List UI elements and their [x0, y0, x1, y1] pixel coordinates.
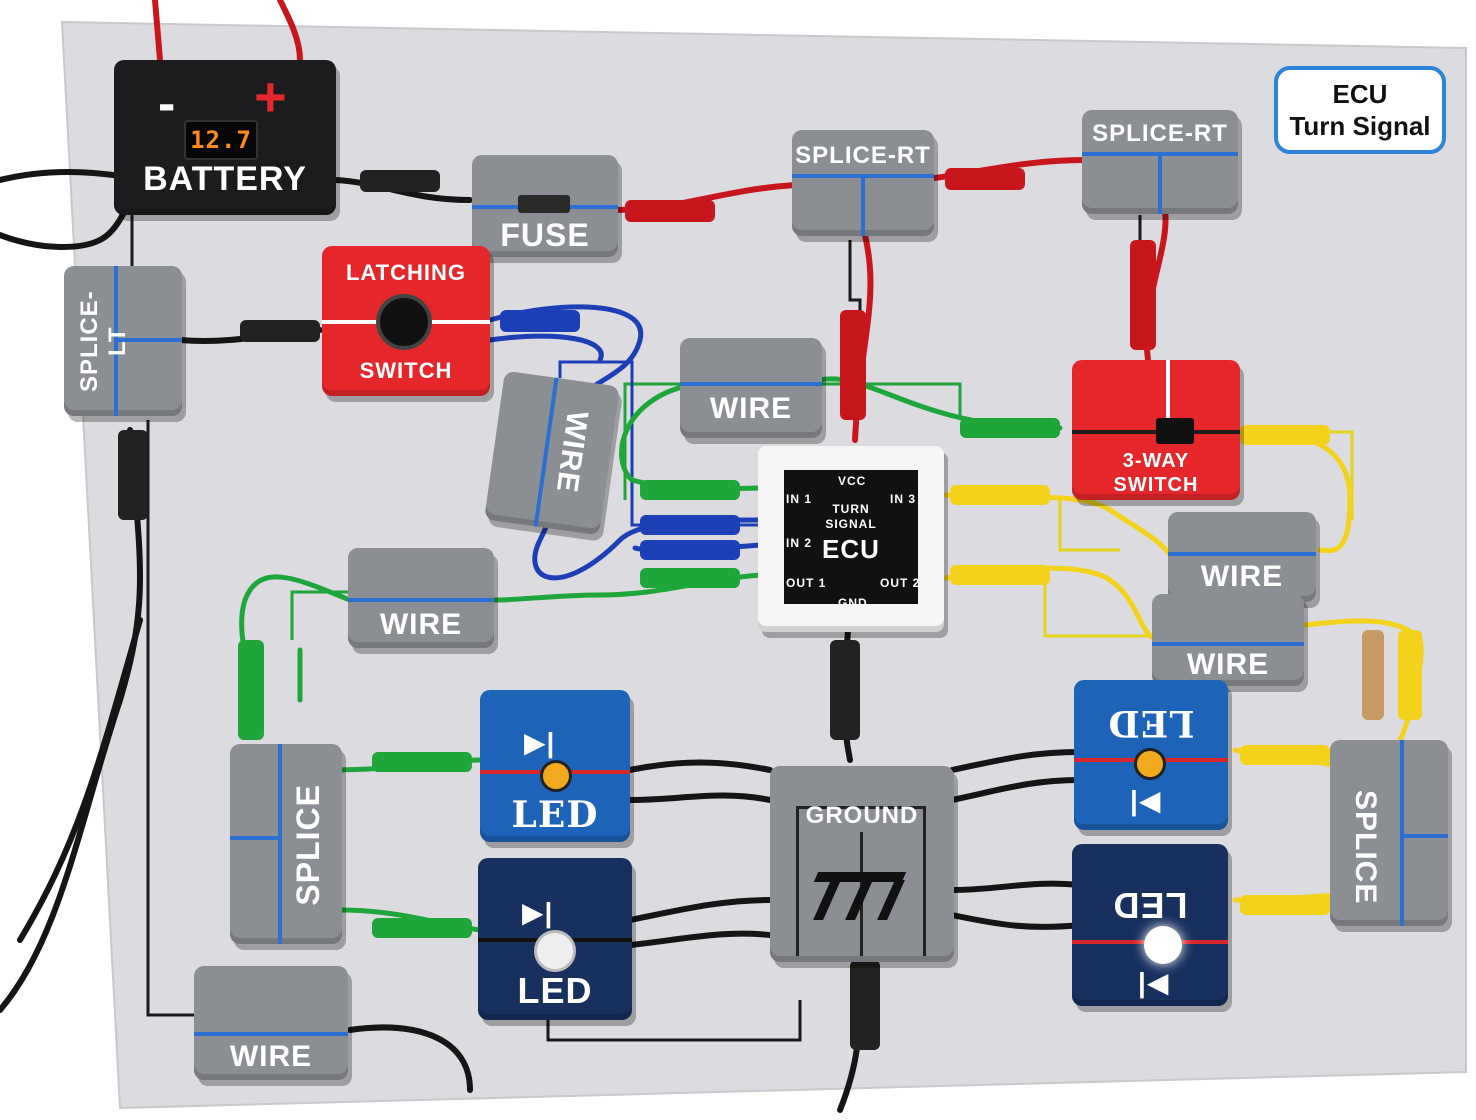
splice-left-stripe-v [278, 744, 282, 944]
battery-plus-label: + [254, 65, 288, 128]
battery-module[interactable]: - + 12.7 BATTERY [114, 60, 336, 215]
wire-module-right-1[interactable]: WIRE [1168, 512, 1316, 602]
splice-lt-module[interactable]: SPLICE-LT [64, 266, 182, 416]
wire-left-stripe [348, 598, 494, 602]
ground-label: GROUND [805, 802, 919, 829]
ecu-title-small: TURN SIGNAL [825, 502, 877, 531]
latching-switch-line1: LATCHING [345, 260, 467, 285]
wire-right-1-stripe [1168, 552, 1316, 556]
led-module-top-right[interactable]: LED |◀ [1074, 680, 1228, 830]
latching-switch-module[interactable]: LATCHING SWITCH [322, 246, 490, 396]
wire-bottom-stripe [194, 1032, 348, 1036]
splice-lt-stripe-h [114, 338, 182, 342]
diode-symbol-icon: |◀ [1138, 967, 1170, 998]
ecu-title-big: ECU [822, 534, 880, 564]
led-lamp-amber [540, 760, 572, 792]
ground-module[interactable]: GROUND [770, 766, 954, 962]
splice-rt-module-1[interactable]: SPLICE-RT [792, 130, 934, 236]
fuse-module[interactable]: FUSE [472, 155, 618, 257]
led-module-top-left[interactable]: ▶| LED [480, 690, 630, 842]
battery-label: BATTERY [143, 160, 307, 198]
splice-right-stripe-v [1400, 740, 1404, 926]
splice-rt-2-stripe-v [1158, 152, 1162, 214]
wire-right-2-label: WIRE [1186, 648, 1270, 681]
wire-module-bottom[interactable]: WIRE [194, 966, 348, 1080]
splice-rt-2-label: SPLICE-RT [1092, 120, 1228, 147]
wire-top-stripe [680, 382, 822, 386]
led-module-bottom-left[interactable]: ▶| LED [478, 858, 632, 1020]
board-title-line2: Turn Signal [1289, 111, 1431, 141]
ecu-pin-vcc: VCC [838, 474, 867, 488]
splice-module-left[interactable]: SPLICE [230, 744, 342, 944]
ground-frame [796, 806, 926, 956]
ecu-pin-out1: OUT 1 [786, 576, 827, 590]
splice-right-stripe-h [1400, 834, 1448, 838]
ground-symbol-icon [813, 872, 907, 920]
wire-left-label: WIRE [379, 608, 463, 641]
wire-module-top[interactable]: WIRE [680, 338, 822, 438]
wire-bottom-label: WIRE [229, 1040, 313, 1073]
splice-left-stripe-h [230, 836, 282, 840]
three-way-switch-line1: 3-WAY [1122, 450, 1190, 472]
led-bottom-right-label: LED [1112, 885, 1188, 926]
splice-left-label: SPLICE [290, 784, 326, 906]
three-way-switch-line2: SWITCH [1113, 474, 1199, 496]
led-lamp-amber [1134, 748, 1166, 780]
ecu-pin-in2: IN 2 [786, 536, 813, 550]
diode-symbol-icon: ▶| [522, 897, 554, 928]
led-top-right-label: LED [1107, 702, 1195, 744]
battery-voltage-value: 12.7 [190, 126, 252, 154]
ecu-pin-out2: OUT 2 [880, 576, 921, 590]
led-bottom-left-label: LED [517, 970, 593, 1011]
board-title-tag: ECU Turn Signal [1274, 66, 1446, 154]
wire-module-diagonal[interactable]: WIRE [484, 370, 620, 536]
diode-symbol-icon: ▶| [524, 727, 556, 758]
wire-top-label: WIRE [709, 392, 793, 425]
plug-connectors [118, 168, 1422, 1050]
ecu-pin-in1: IN 1 [786, 492, 813, 506]
led-module-bottom-right[interactable]: LED |◀ [1072, 844, 1228, 1006]
ecu-pin-gnd: GND [838, 596, 868, 610]
splice-module-right[interactable]: SPLICE [1330, 740, 1448, 926]
latching-switch-button[interactable] [376, 294, 432, 350]
three-way-switch-module[interactable]: 3-WAY SWITCH [1072, 360, 1240, 500]
battery-voltage-display: 12.7 [184, 120, 258, 160]
wire-module-right-2[interactable]: WIRE [1152, 594, 1304, 686]
turn-signal-ecu-module[interactable]: TURN SIGNAL ECU VCC IN 1 IN 2 IN 3 OUT 1… [758, 446, 944, 632]
splice-rt-1-stripe-v [861, 174, 865, 236]
latching-switch-line2: SWITCH [359, 358, 453, 383]
fuse-element-icon [518, 195, 570, 213]
wire-right-1-label: WIRE [1200, 560, 1284, 593]
splice-right-label: SPLICE [1349, 790, 1382, 905]
fuse-label: FUSE [500, 217, 590, 253]
three-way-switch-stripe-v [1166, 360, 1170, 430]
rocker-toggle[interactable] [1156, 418, 1194, 444]
splice-lt-label: SPLICE-LT [76, 290, 131, 392]
wire-diag-label: WIRE [549, 408, 594, 495]
diode-symbol-icon: |◀ [1130, 785, 1162, 816]
ecu-core: TURN SIGNAL ECU [784, 470, 918, 604]
led-top-left-label: LED [511, 794, 599, 836]
led-lamp-white [534, 930, 576, 972]
board-title-line1: ECU [1332, 79, 1388, 109]
splice-lt-stripe-v [114, 266, 118, 416]
splice-rt-1-label: SPLICE-RT [795, 142, 931, 169]
splice-rt-module-2[interactable]: SPLICE-RT [1082, 110, 1238, 214]
ecu-pin-in3: IN 3 [890, 492, 917, 506]
led-lamp-white-lit [1144, 926, 1182, 964]
battery-minus-label: - [158, 75, 177, 133]
wire-module-left[interactable]: WIRE [348, 548, 494, 648]
wire-right-2-stripe [1152, 642, 1304, 646]
